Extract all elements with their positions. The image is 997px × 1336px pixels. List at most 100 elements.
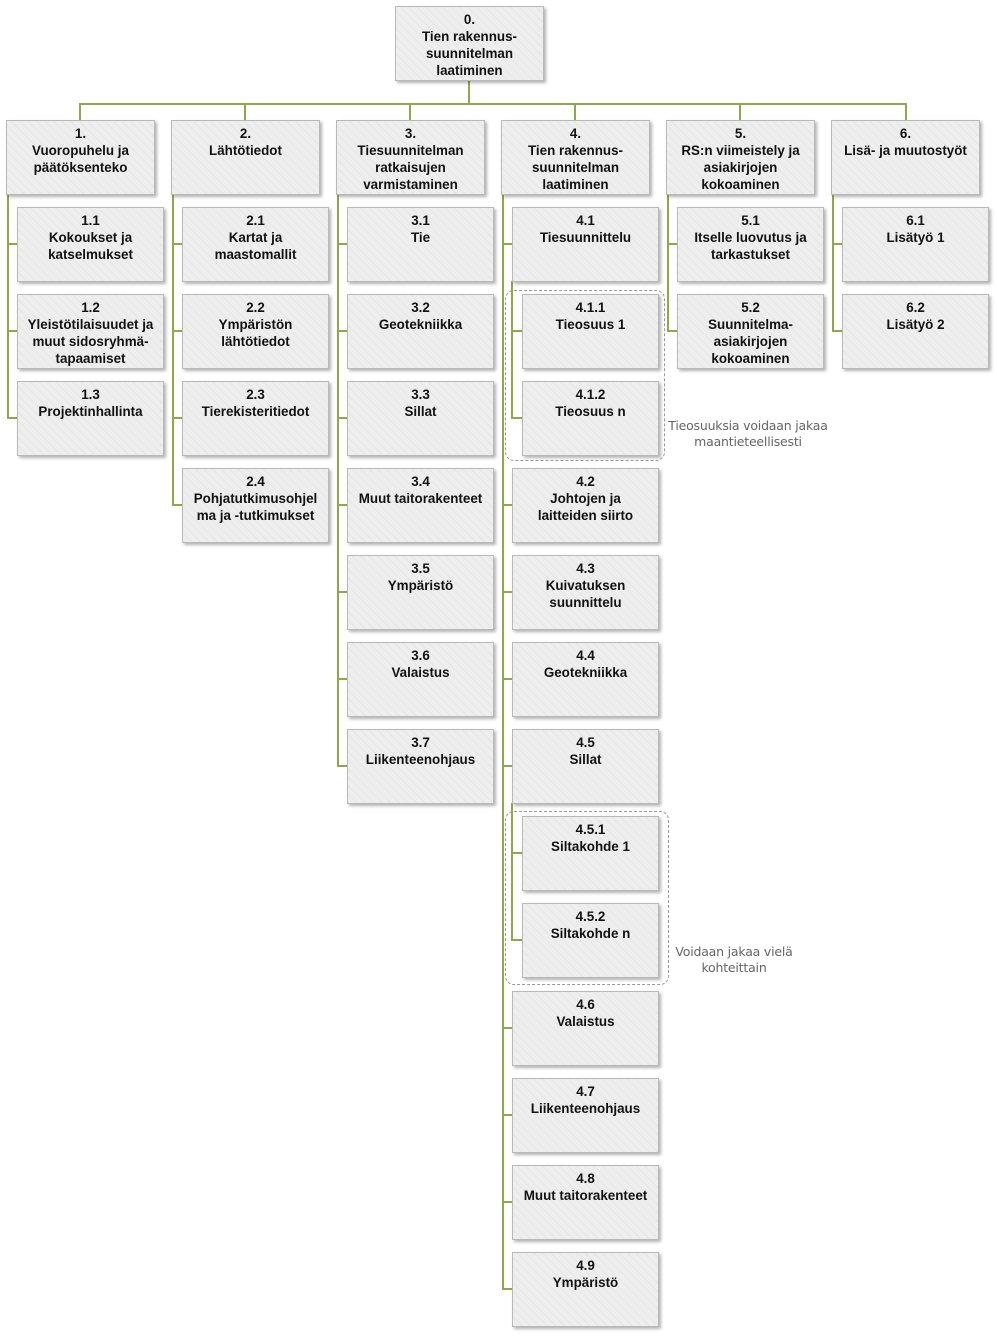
task-label: Geotekniikka bbox=[378, 317, 463, 332]
task-number: 4.3 bbox=[576, 561, 595, 576]
phase-number: 2. bbox=[239, 126, 252, 141]
task-label: Tiesuunnittelu bbox=[539, 230, 632, 245]
phase-5-node: 5. RS:n viimeistely ja asiakirjojen koko… bbox=[666, 120, 815, 195]
task-number: 3.3 bbox=[411, 387, 430, 402]
task-label: Ympäristön lähtötiedot bbox=[218, 317, 293, 349]
task-number: 2.2 bbox=[246, 300, 265, 315]
task-label: Pohjatutkimusohjel ma ja -tutkimukset bbox=[193, 491, 318, 523]
task-number: 4.8 bbox=[576, 1171, 595, 1186]
task-number: 3.1 bbox=[411, 213, 430, 228]
task-number: 3.2 bbox=[411, 300, 430, 315]
task-label: Liikenteenohjaus bbox=[365, 752, 476, 767]
task-number: 2.3 bbox=[246, 387, 265, 402]
task-number: 2.4 bbox=[246, 474, 265, 489]
task-3-7-node: 3.7 Liikenteenohjaus bbox=[347, 729, 494, 804]
task-label: Liikenteenohjaus bbox=[530, 1101, 641, 1116]
task-label: Geotekniikka bbox=[543, 665, 628, 680]
phase-2-node: 2. Lähtötiedot bbox=[171, 120, 320, 195]
task-number: 5.2 bbox=[741, 300, 760, 315]
task-number: 3.6 bbox=[411, 648, 430, 663]
task-number: 4.1 bbox=[576, 213, 595, 228]
task-number: 4.1.1 bbox=[575, 300, 606, 315]
phase-label: Lähtötiedot bbox=[209, 143, 282, 158]
bridge-sites-note: Voidaan jakaa vielä kohteittain bbox=[675, 944, 793, 975]
task-number: 6.1 bbox=[906, 213, 925, 228]
task-1-2-node: 1.2 Yleistötilaisuudet ja muut sidosryhm… bbox=[17, 294, 164, 369]
phase-number: 3. bbox=[404, 126, 417, 141]
task-number: 4.1.2 bbox=[575, 387, 606, 402]
phase-6-node: 6. Lisä- ja muutostyöt bbox=[831, 120, 980, 195]
root-label: Tien rakennus- suunnitelman laatiminen bbox=[421, 29, 517, 78]
task-label: Tie bbox=[410, 230, 431, 245]
phase-label: Vuoropuhelu ja päätöksenteko bbox=[32, 143, 129, 175]
task-3-5-node: 3.5 Ympäristö bbox=[347, 555, 494, 630]
task-4-7-node: 4.7 Liikenteenohjaus bbox=[512, 1078, 659, 1153]
task-label: Yleistötilaisuudet ja muut sidosryhmä- t… bbox=[27, 317, 154, 366]
task-label: Sillat bbox=[569, 752, 602, 767]
road-sections-group bbox=[505, 290, 665, 461]
task-label: Ympäristö bbox=[387, 578, 454, 593]
phase-3-node: 3. Tiesuunnitelman ratkaisujen varmistam… bbox=[336, 120, 485, 195]
task-number: 4.5.1 bbox=[575, 822, 606, 837]
task-1-3-node: 1.3 Projektinhallinta bbox=[17, 381, 164, 456]
task-number: 3.5 bbox=[411, 561, 430, 576]
task-number: 4.6 bbox=[576, 997, 595, 1012]
task-4-9-node: 4.9 Ympäristö bbox=[512, 1252, 659, 1327]
task-number: 3.7 bbox=[411, 735, 430, 750]
task-3-2-node: 3.2 Geotekniikka bbox=[347, 294, 494, 369]
phase-4-node: 4. Tien rakennus- suunnitelman laatimine… bbox=[501, 120, 650, 195]
task-label: Valaistus bbox=[391, 665, 450, 680]
task-label: Muut taitorakenteet bbox=[523, 1188, 648, 1203]
task-4-8-node: 4.8 Muut taitorakenteet bbox=[512, 1165, 659, 1240]
task-number: 4.5 bbox=[576, 735, 595, 750]
task-label: Kuivatuksen suunnittelu bbox=[545, 578, 626, 610]
task-number: 1.1 bbox=[81, 213, 100, 228]
phase-label: Tien rakennus- suunnitelman laatiminen bbox=[527, 143, 623, 192]
task-number: 3.4 bbox=[411, 474, 430, 489]
task-2-1-node: 2.1 Kartat ja maastomallit bbox=[182, 207, 329, 282]
task-number: 6.2 bbox=[906, 300, 925, 315]
phase-number: 5. bbox=[734, 126, 747, 141]
task-label: Tieosuus n bbox=[555, 404, 626, 419]
task-label: Johtojen ja laitteiden siirto bbox=[537, 491, 634, 523]
task-label: Valaistus bbox=[556, 1014, 615, 1029]
task-number: 1.3 bbox=[81, 387, 100, 402]
task-3-3-node: 3.3 Sillat bbox=[347, 381, 494, 456]
phase-number: 1. bbox=[74, 126, 87, 141]
task-2-3-node: 2.3 Tierekisteritiedot bbox=[182, 381, 329, 456]
task-label: Kartat ja maastomallit bbox=[214, 230, 297, 262]
root-number: 0. bbox=[463, 12, 476, 27]
task-number: 5.1 bbox=[741, 213, 760, 228]
task-4-1-1-node: 4.1.1 Tieosuus 1 bbox=[522, 294, 659, 369]
root-node: 0. Tien rakennus- suunnitelman laatimine… bbox=[395, 6, 544, 81]
task-number: 4.2 bbox=[576, 474, 595, 489]
task-number: 4.4 bbox=[576, 648, 595, 663]
phase-label: RS:n viimeistely ja asiakirjojen kokoami… bbox=[681, 143, 800, 192]
task-2-4-node: 2.4 Pohjatutkimusohjel ma ja -tutkimukse… bbox=[182, 468, 329, 543]
task-label: Lisätyö 2 bbox=[886, 317, 945, 332]
task-label: Lisätyö 1 bbox=[886, 230, 945, 245]
task-number: 4.5.2 bbox=[575, 909, 606, 924]
task-3-1-node: 3.1 Tie bbox=[347, 207, 494, 282]
task-5-1-node: 5.1 Itselle luovutus ja tarkastukset bbox=[677, 207, 824, 282]
phase-number: 4. bbox=[569, 126, 582, 141]
phase-label: Tiesuunnitelman ratkaisujen varmistamine… bbox=[357, 143, 464, 192]
task-3-6-node: 3.6 Valaistus bbox=[347, 642, 494, 717]
task-label: Siltakohde n bbox=[550, 926, 631, 941]
task-4-1-node: 4.1 Tiesuunnittelu bbox=[512, 207, 659, 282]
task-label: Projektinhallinta bbox=[38, 404, 143, 419]
task-number: 4.7 bbox=[576, 1084, 595, 1099]
task-label: Sillat bbox=[404, 404, 437, 419]
task-4-5-1-node: 4.5.1 Siltakohde 1 bbox=[522, 816, 659, 891]
task-5-2-node: 5.2 Suunnitelma- asiakirjojen kokoaminen bbox=[677, 294, 824, 369]
task-label: Itselle luovutus ja tarkastukset bbox=[694, 230, 807, 262]
task-4-3-node: 4.3 Kuivatuksen suunnittelu bbox=[512, 555, 659, 630]
task-4-5-node: 4.5 Sillat bbox=[512, 729, 659, 804]
task-4-2-node: 4.2 Johtojen ja laitteiden siirto bbox=[512, 468, 659, 543]
bridge-sites-group bbox=[505, 811, 669, 985]
task-label: Muut taitorakenteet bbox=[358, 491, 483, 506]
task-4-5-2-node: 4.5.2 Siltakohde n bbox=[522, 903, 659, 978]
task-3-4-node: 3.4 Muut taitorakenteet bbox=[347, 468, 494, 543]
